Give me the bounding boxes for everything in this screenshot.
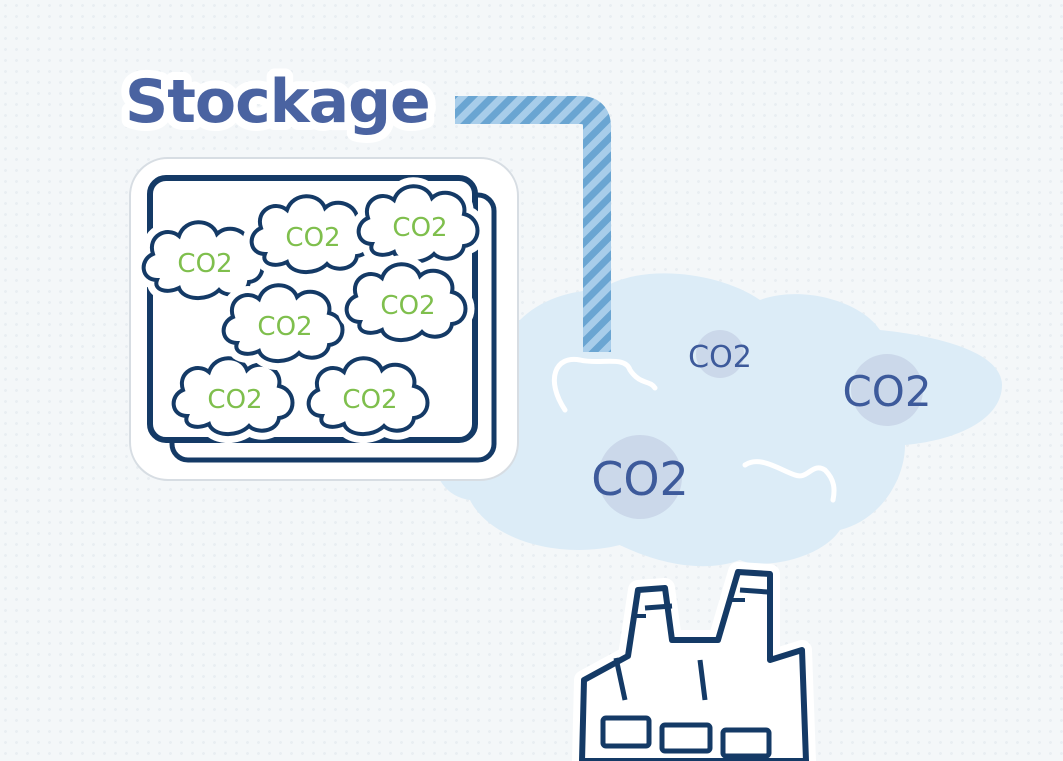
storage-co2-cloud: CO2 (359, 186, 478, 262)
smoke-cloud (433, 273, 1002, 567)
svg-text:CO2: CO2 (177, 249, 232, 279)
wisp-line (551, 356, 658, 413)
svg-text:CO2: CO2 (842, 367, 931, 416)
svg-text:CO2: CO2 (392, 213, 447, 243)
title-sticker: Stockage Stockage (117, 59, 439, 145)
svg-text:CO2: CO2 (285, 223, 340, 253)
svg-text:CO2: CO2 (688, 340, 752, 375)
svg-text:CO2: CO2 (591, 452, 689, 506)
svg-text:CO2: CO2 (342, 385, 397, 415)
storage-container: CO2 CO2 CO2 CO2 CO2 CO2 (129, 157, 519, 481)
svg-text:CO2: CO2 (380, 291, 435, 321)
factory-icon (572, 562, 816, 761)
air-co2-bubble: CO2 (842, 354, 932, 426)
page-title: Stockage (125, 67, 430, 137)
svg-text:CO2: CO2 (257, 312, 312, 342)
svg-text:Stockage: Stockage (125, 67, 430, 137)
storage-co2-cloud: CO2 (309, 358, 428, 434)
storage-co2-cloud: CO2 (347, 264, 466, 340)
svg-text:CO2: CO2 (207, 385, 262, 415)
air-co2-bubble: CO2 (591, 435, 689, 519)
wisp-line (742, 459, 837, 503)
pipe (455, 96, 611, 352)
storage-co2-cloud: CO2 (174, 358, 293, 434)
storage-co2-cloud: CO2 (144, 222, 263, 298)
storage-co2-cloud: CO2 (224, 285, 343, 361)
storage-co2-cloud: CO2 (252, 196, 371, 272)
air-co2-bubble: CO2 (688, 330, 752, 378)
